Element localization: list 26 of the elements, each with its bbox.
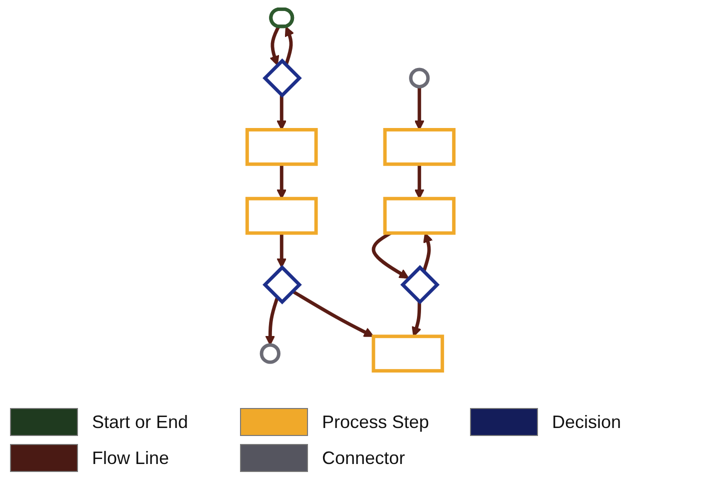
arrow [276, 95, 287, 130]
node-diamond [400, 265, 440, 304]
node-diamond [262, 265, 302, 304]
legend-label: Connector [322, 448, 406, 468]
arrow [270, 26, 280, 66]
legend-label: Start or End [92, 412, 188, 432]
arrow [292, 290, 374, 337]
node-box [372, 334, 444, 373]
node-diamond [262, 58, 302, 98]
legend-label: Flow Line [92, 448, 170, 468]
arrow [265, 297, 279, 346]
legend-label: Process Step [322, 412, 430, 432]
arrow [412, 302, 422, 337]
arrow [414, 86, 424, 130]
node-box [245, 128, 318, 166]
arrow [414, 164, 424, 200]
legend-label: Decision [552, 412, 622, 432]
arrow [276, 164, 287, 200]
node-box [383, 196, 456, 235]
node-box [245, 196, 318, 235]
node-circle [409, 68, 430, 88]
arrow [276, 233, 287, 268]
node-box [383, 128, 456, 166]
arrow [422, 232, 433, 272]
arrow [284, 26, 294, 66]
node-circle [260, 343, 280, 364]
